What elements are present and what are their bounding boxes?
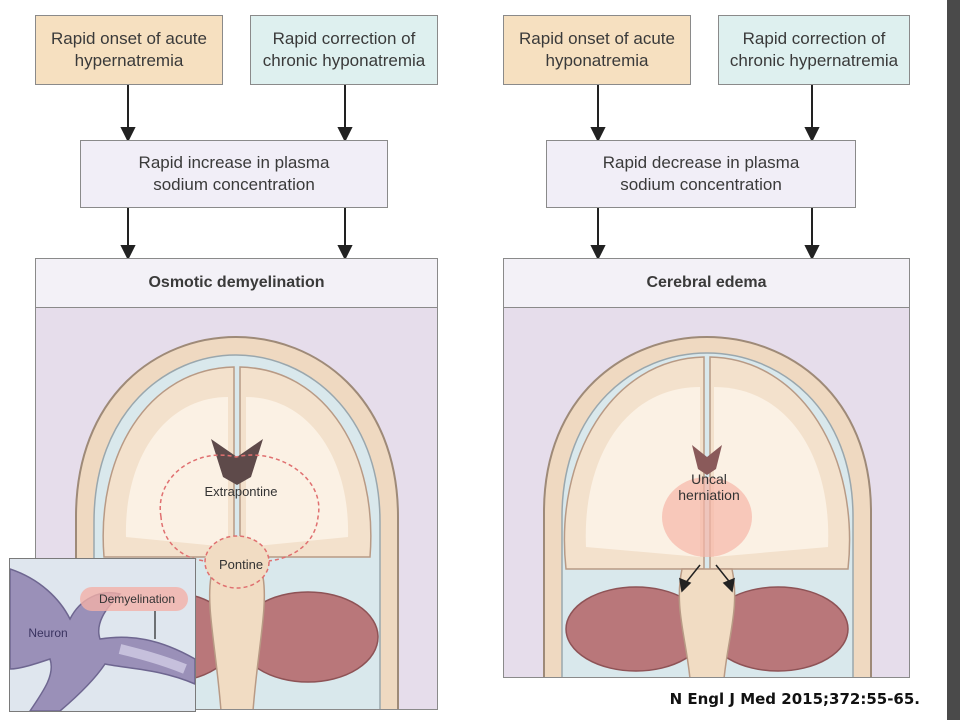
neuron-demyelination-inset: Demyelination Neuron (9, 558, 196, 712)
neuron-illustration (10, 568, 195, 711)
cerebral-edema-panel: Cerebral edema Uncal herniation (503, 258, 910, 678)
slide-edge-bar (947, 0, 960, 720)
cause-chronic-hypernatremia-correction-box: Rapid correction of chronic hypernatremi… (718, 15, 910, 85)
uncal-herniation-label: Uncal herniation (678, 471, 740, 503)
panel-title: Cerebral edema (504, 259, 909, 308)
extrapontine-label: Extrapontine (204, 484, 278, 499)
pontine-label: Pontine (218, 557, 264, 572)
cause-acute-hypernatremia-box: Rapid onset of acute hypernatremia (35, 15, 223, 85)
brain-edema-illustration (543, 335, 872, 677)
demyelination-label: Demyelination (98, 592, 176, 606)
mechanism-decrease-box: Rapid decrease in plasma sodium concentr… (546, 140, 856, 208)
cause-chronic-hyponatremia-correction-box: Rapid correction of chronic hyponatremia (250, 15, 438, 85)
mechanism-increase-box: Rapid increase in plasma sodium concentr… (80, 140, 388, 208)
panel-title: Osmotic demyelination (36, 259, 437, 308)
neuron-label: Neuron (28, 626, 68, 640)
cause-acute-hyponatremia-box: Rapid onset of acute hyponatremia (503, 15, 691, 85)
citation: N Engl J Med 2015;372:55-65. (669, 690, 920, 708)
